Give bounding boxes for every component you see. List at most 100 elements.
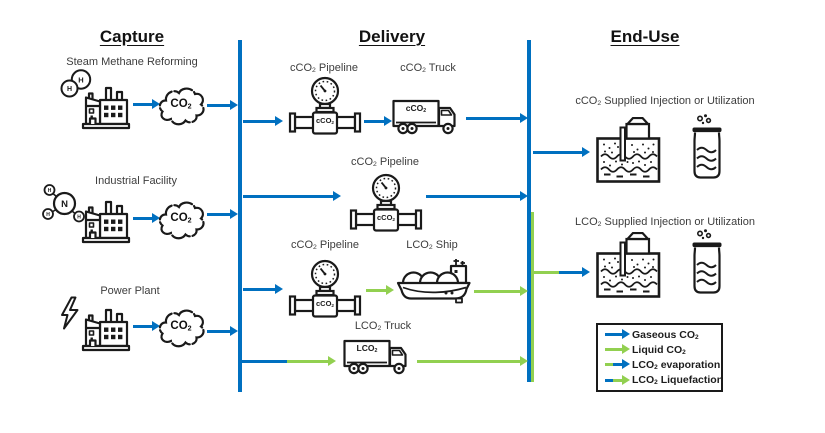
liquid-co2-arrow-icon (604, 344, 632, 355)
co2-cloud-label: CO2 (156, 98, 206, 110)
legend-pre: LCO (632, 358, 655, 371)
nitrogen-molecule-icon: H H H N (42, 184, 85, 223)
gaseous-co2-arrow-icon (604, 329, 632, 340)
label-sub: 2 (428, 244, 433, 252)
line-to-pipeline3-arrow (243, 284, 283, 294)
enduse-header: End-Use (610, 27, 680, 46)
label-pre: cCO (291, 239, 313, 251)
legend-sub: 2 (654, 379, 658, 387)
co2-sub: 2 (187, 102, 192, 111)
label-sub: 2 (312, 67, 316, 75)
badge-sub: 2 (392, 216, 395, 222)
pipeline1-label: cCO2 Pipeline (254, 62, 394, 74)
lco2-ship-icon (396, 256, 472, 310)
smr-to-co2-arrow (133, 99, 160, 109)
delivery-collector-line-liquid (530, 212, 534, 382)
truck1-body-label: cCO2 (394, 103, 438, 114)
pipeline3-body-label: cCO2 (311, 299, 339, 308)
liquefaction-arrow-icon (604, 374, 632, 386)
hydrogen-molecule-icon: H H (60, 69, 92, 98)
legend-text: Gaseous CO2 (632, 329, 699, 341)
capture-header: Capture (99, 27, 165, 46)
ship-to-line-arrow (474, 286, 528, 296)
label-post: Pipeline (376, 156, 419, 168)
evaporation-arrow-icon (604, 359, 632, 370)
label-post: Pipeline (315, 62, 358, 74)
powerplant-to-co2-arrow (133, 321, 160, 331)
co2-cloud-label: CO2 (156, 320, 206, 332)
truck2-label: LCO2 Truck (323, 320, 443, 332)
legend-post: evaporation (657, 358, 721, 371)
h-atom-letter: H (46, 212, 50, 218)
legend-item-liquid: Liquid CO2 (598, 342, 721, 357)
legend-item-liquefaction: LCO2 Liquefaction (598, 373, 723, 388)
co2-text: CO (170, 320, 188, 332)
line-to-lco2-enduse-arrow (559, 267, 590, 277)
label-post: Ship (432, 239, 458, 251)
label-sub: 2 (373, 161, 377, 169)
label-pre: cCO (400, 62, 423, 74)
pipeline3-label: cCO2 Pipeline (255, 239, 395, 251)
injection-well-icon (596, 232, 662, 298)
pipeline2-gauge-icon (347, 172, 425, 232)
badge-sub: 2 (423, 107, 427, 114)
badge-pre: cCO (315, 116, 332, 125)
truck1-to-line-arrow (466, 113, 528, 123)
pipeline1-gauge-icon (286, 75, 364, 135)
industrial-to-co2-arrow (133, 213, 160, 223)
legend-sub: 2 (682, 348, 686, 356)
pipeline1-body-label: cCO2 (311, 116, 339, 125)
label-sub: 2 (377, 325, 382, 333)
powerplant-factory-icon (80, 304, 132, 352)
capture-collector-line (238, 40, 242, 392)
pipeline3-to-ship-arrow (366, 285, 394, 295)
liquefaction-blue-segment (242, 360, 287, 363)
co2-text: CO (170, 98, 188, 110)
line-to-truck2-arrow (287, 356, 336, 366)
h-atom-letter: H (67, 86, 72, 93)
label-pre: cCO (351, 156, 373, 168)
enduse-row1-label: cCO2 Supplied Injection or Utilization (535, 95, 795, 107)
badge-sub: 2 (331, 302, 334, 308)
legend-pre: LCO (632, 374, 655, 387)
lightning-bolt-icon (58, 296, 80, 334)
badge-pre: LCO (356, 343, 375, 353)
beverage-can-icon (688, 228, 726, 298)
line-to-cco2-enduse-arrow (533, 147, 590, 157)
delivery-collector-line-gaseous (527, 40, 531, 382)
legend-post: Liquefaction (657, 374, 724, 387)
legend-pre: Liquid CO (632, 343, 683, 356)
industrial-co2-to-line-arrow (207, 209, 238, 219)
co2-text: CO (170, 212, 188, 224)
pipeline1-to-truck1-arrow (364, 116, 392, 126)
legend-text: Liquid CO2 (632, 344, 686, 356)
label-sub: 2 (422, 67, 426, 75)
legend-pre: Gaseous CO (632, 328, 696, 341)
label-post: Pipeline (316, 239, 359, 251)
label-post: Truck (381, 320, 412, 332)
line-to-pipeline1-arrow (243, 116, 283, 126)
label-pre: LCO (354, 320, 378, 332)
label-pre: cCO (575, 95, 598, 107)
pipeline3-gauge-icon (286, 258, 364, 318)
enduse-row2-label: LCO2 Supplied Injection or Utilization (535, 216, 795, 228)
line-to-pipeline2-arrow (243, 191, 341, 201)
pipeline2-to-line-arrow (426, 191, 528, 201)
label-post: Truck (425, 62, 456, 74)
evaporation-green-segment (533, 271, 559, 274)
powerplant-label: Power Plant (100, 285, 160, 297)
ship-label: LCO2 Ship (372, 239, 492, 251)
legend-sub: 2 (654, 364, 658, 372)
legend: Gaseous CO2 Liquid CO2 LCO2 evaporation … (596, 323, 723, 392)
smr-co2-to-line-arrow (207, 100, 238, 110)
h-atom-letter: H (48, 188, 52, 194)
truck2-body-label: LCO2 (345, 343, 389, 354)
industrial-label: Industrial Facility (95, 175, 177, 187)
legend-text: LCO2 Liquefaction (632, 374, 723, 386)
co2-cloud-label: CO2 (156, 212, 206, 224)
truck1-label: cCO2 Truck (368, 62, 488, 74)
n-atom-letter: N (61, 199, 68, 210)
badge-sub: 2 (374, 347, 378, 354)
delivery-header: Delivery (358, 27, 426, 46)
label-pre: LCO (406, 239, 429, 251)
